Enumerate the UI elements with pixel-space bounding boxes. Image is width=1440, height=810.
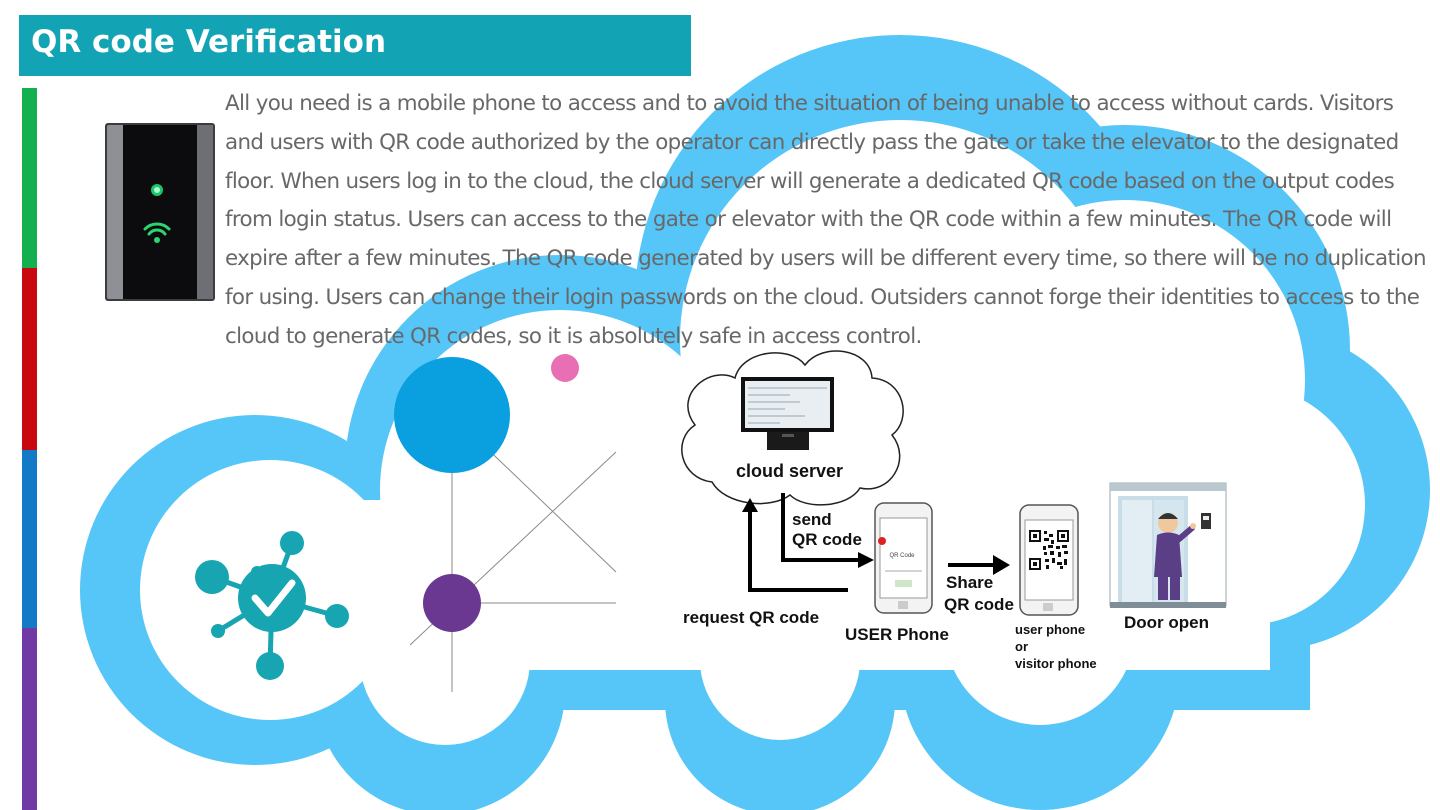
share-label: Share [946, 573, 994, 592]
or-label: or [1015, 639, 1028, 654]
side-stripe-red [22, 268, 37, 450]
user-phone-label: USER Phone [845, 625, 949, 644]
elevator-person-icon [1109, 482, 1227, 608]
side-stripe-green [22, 88, 37, 268]
qr-code-icon [1029, 530, 1069, 570]
node-blue [394, 357, 510, 473]
cloud-server-label: cloud server [736, 461, 844, 481]
section-header: QR code Verification [19, 15, 691, 76]
side-stripe-purple [22, 628, 37, 810]
side-stripe-blue [22, 450, 37, 628]
qr-phone-icon [1019, 504, 1079, 616]
user-phone-small-label: user phone [1015, 622, 1086, 637]
page-title: QR code Verification [31, 24, 387, 60]
node-purple [423, 574, 481, 632]
qr-reader-device-icon [105, 123, 215, 301]
send-label: send [792, 510, 832, 529]
request-arrow [748, 510, 848, 592]
node-pink [551, 354, 579, 382]
send-arrow [781, 493, 858, 562]
description-text: All you need is a mobile phone to access… [225, 91, 1427, 349]
visitor-phone-label: visitor phone [1015, 656, 1097, 671]
send-qr-code-label: QR code [792, 530, 862, 549]
smartphone-icon: QR Code [874, 502, 933, 614]
qr-screen-label: QR Code [889, 553, 915, 559]
door-open-label: Door open [1124, 613, 1209, 632]
share-qr-code-label: QR code [944, 595, 1014, 614]
request-qr-code-label: request QR code [683, 608, 820, 627]
server-monitor-icon [741, 377, 834, 450]
